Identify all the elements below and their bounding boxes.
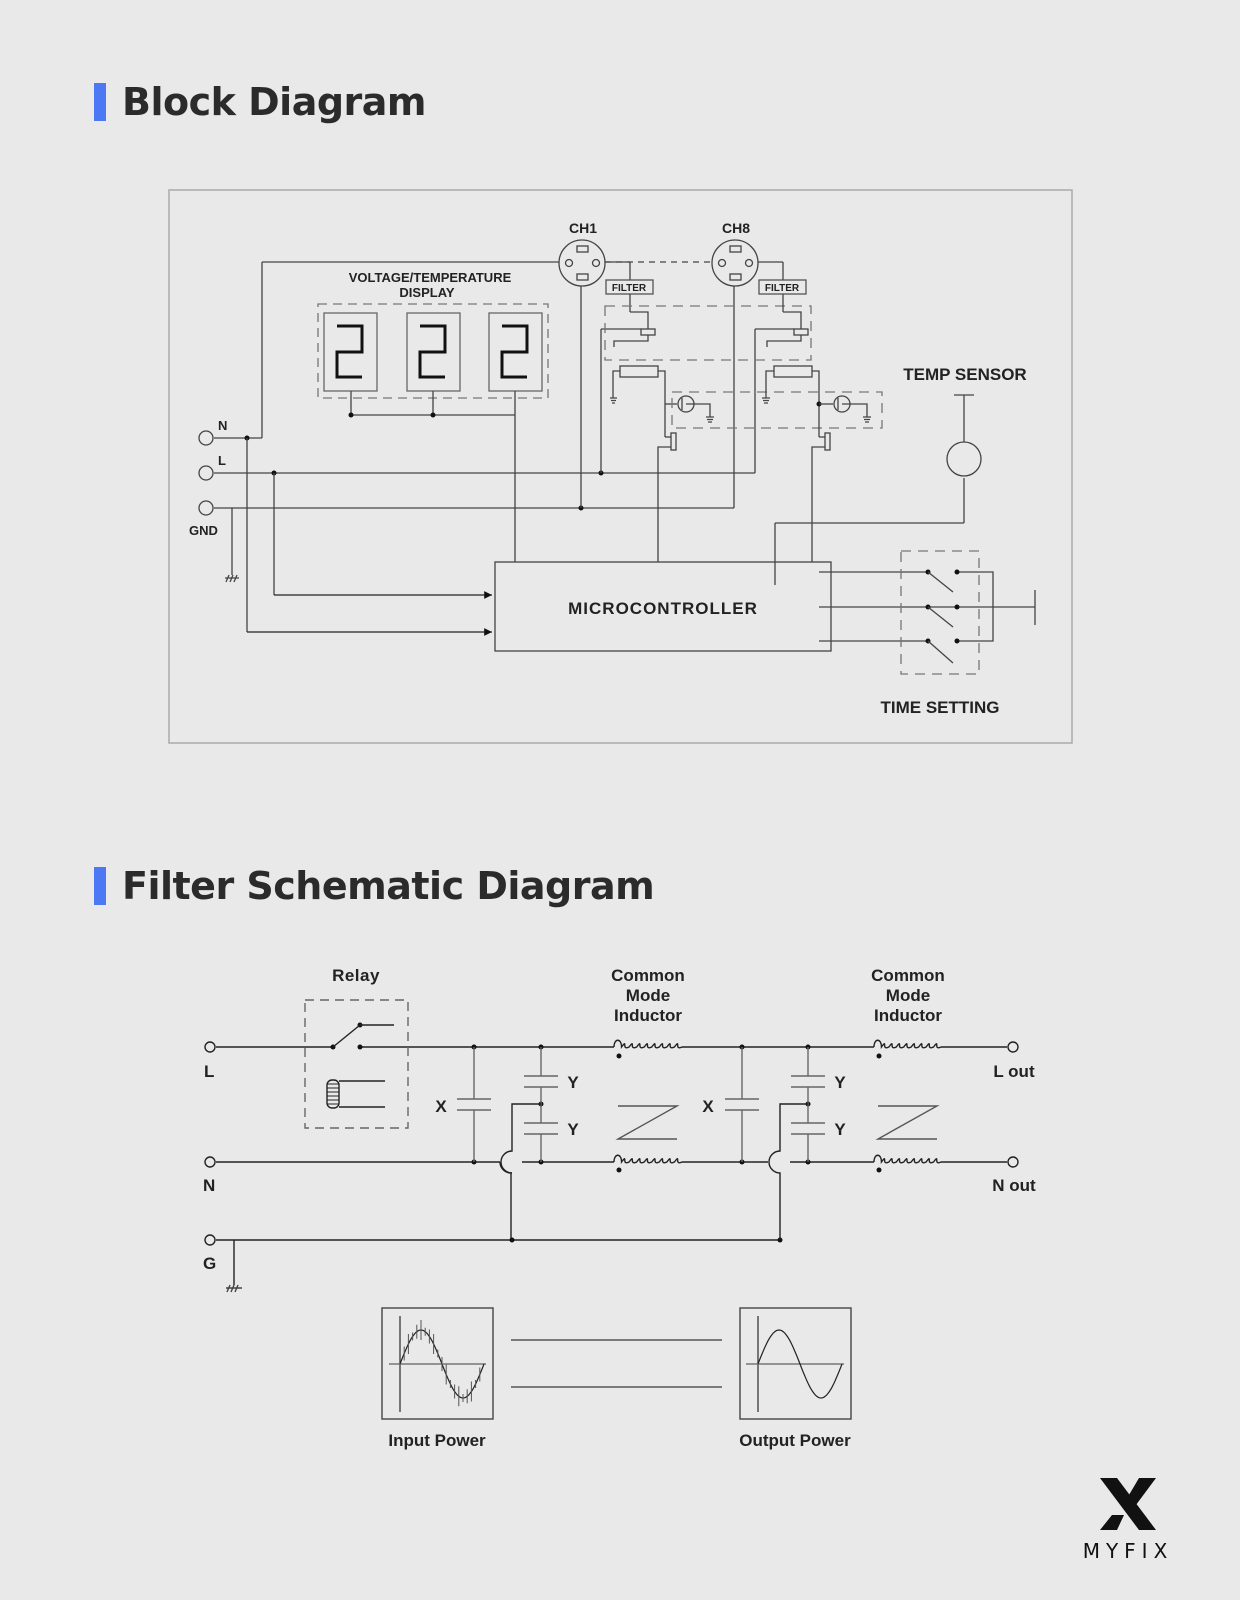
input-power-label: Input Power — [388, 1431, 486, 1450]
section-title-filter-schematic: Filter Schematic Diagram — [94, 864, 655, 908]
relay-icon — [304, 999, 409, 1129]
terminal-l-out-icon — [1007, 1041, 1019, 1053]
cmi-1-label-line3: Inductor — [614, 1006, 682, 1025]
block-diagram-frame — [168, 189, 1073, 744]
section-title-block-diagram: Block Diagram — [94, 80, 427, 124]
filter-terminal-n-label: N — [203, 1176, 215, 1195]
filter-terminal-l-label: L — [204, 1062, 214, 1081]
brand-x-mark-icon — [1100, 1478, 1156, 1530]
display-label: VOLTAGE/TEMPERATURE — [349, 270, 512, 285]
terminal-n-label: N — [218, 418, 227, 433]
x-cap-1-label: X — [435, 1097, 447, 1116]
terminal-gnd-label: GND — [189, 523, 218, 538]
terminal-g-icon — [204, 1234, 216, 1246]
n-out-label: N out — [992, 1176, 1036, 1195]
l-out-label: L out — [993, 1062, 1035, 1081]
filter-terminal-g-label: G — [203, 1254, 216, 1273]
y-cap-2b-label: Y — [834, 1120, 846, 1139]
terminal-n-icon — [204, 1156, 216, 1168]
terminal-l-label: L — [218, 453, 226, 468]
ch8-label: CH8 — [722, 220, 750, 236]
cmi-2-label-line1: Common — [871, 966, 945, 985]
input-power-waveform-icon — [381, 1307, 494, 1420]
x-capacitor-1-icon — [457, 1044, 491, 1165]
microcontroller-label: MICROCONTROLLER — [568, 599, 758, 618]
block-diagram-heading: Block Diagram — [122, 80, 427, 124]
x-capacitor-2-icon — [725, 1044, 759, 1165]
ch8-socket-icon — [711, 239, 759, 287]
display-digits — [335, 324, 529, 379]
terminal-l-icon — [204, 1041, 216, 1053]
time-switch-1-icon — [925, 569, 960, 593]
common-mode-inductor-1-icon — [613, 1039, 683, 1173]
digit-glyph — [500, 324, 529, 379]
time-setting-label: TIME SETTING — [881, 698, 1000, 717]
cmi-1-label-line2: Mode — [626, 986, 670, 1005]
cmi-2-label-line2: Mode — [886, 986, 930, 1005]
brand-logo: MYFIX — [1078, 1476, 1178, 1563]
y-cap-1a-label: Y — [567, 1073, 579, 1092]
ch1-label: CH1 — [569, 220, 597, 236]
common-mode-inductor-2-icon — [873, 1039, 942, 1173]
time-switch-3-icon — [925, 638, 960, 664]
cmi-1-label-line1: Common — [611, 966, 685, 985]
ch1-socket-icon — [558, 239, 606, 287]
y-capacitors-1-icon — [500, 1044, 558, 1174]
y-cap-2a-label: Y — [834, 1073, 846, 1092]
terminal-n-out-icon — [1007, 1156, 1019, 1168]
terminal-l-icon — [198, 465, 214, 481]
terminal-n-icon — [198, 430, 214, 446]
filter-label-8: FILTER — [765, 283, 800, 294]
brand-name: MYFIX — [1082, 1539, 1174, 1563]
accent-bar — [94, 867, 106, 905]
terminal-gnd-icon — [198, 500, 214, 516]
display-label-2: DISPLAY — [399, 285, 454, 300]
y-cap-1b-label: Y — [567, 1120, 579, 1139]
temp-sensor-label: TEMP SENSOR — [903, 365, 1026, 384]
temp-sensor-icon — [946, 394, 982, 477]
output-power-label: Output Power — [739, 1431, 851, 1450]
digit-glyph — [335, 324, 364, 379]
output-power-waveform-icon — [739, 1307, 852, 1420]
relay-label: Relay — [332, 966, 380, 985]
x-cap-2-label: X — [702, 1097, 714, 1116]
block-diagram — [168, 189, 1073, 744]
accent-bar — [94, 83, 106, 121]
digit-glyph — [418, 324, 447, 379]
filter-schematic-heading: Filter Schematic Diagram — [122, 864, 655, 908]
filter-schematic — [204, 999, 1019, 1420]
time-switch-2-icon — [925, 604, 960, 628]
filter-label-1: FILTER — [612, 283, 647, 294]
cmi-2-label-line3: Inductor — [874, 1006, 942, 1025]
y-capacitors-2-icon — [768, 1044, 825, 1240]
